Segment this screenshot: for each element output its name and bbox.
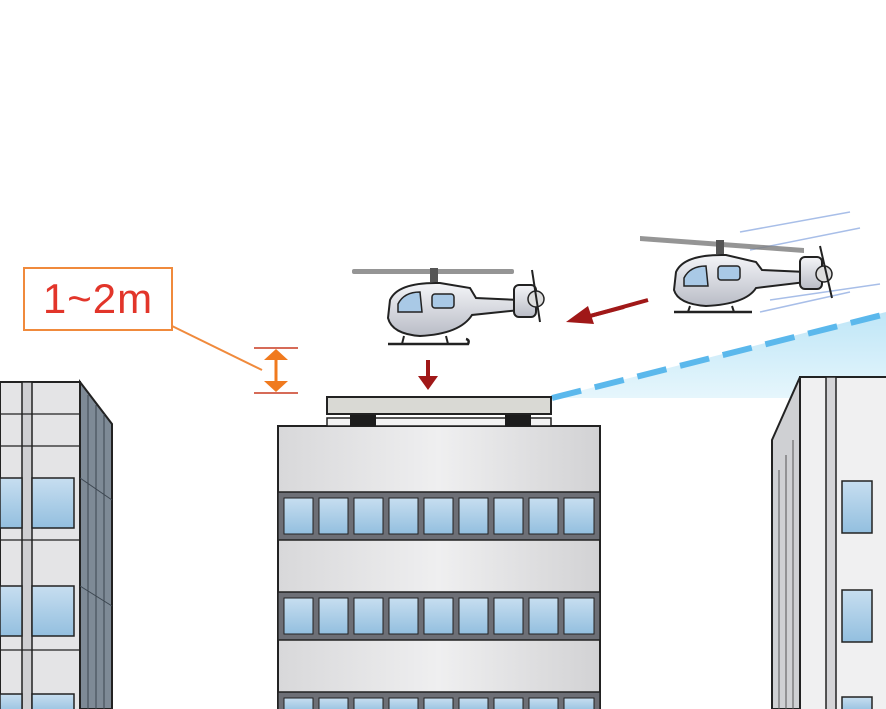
- hover-height-label-box: 1~2m: [23, 267, 173, 331]
- center-building: [277, 396, 601, 709]
- hover-height-label: 1~2m: [42, 275, 154, 322]
- left-building: [0, 379, 113, 709]
- height-measure-icon: [171, 325, 298, 394]
- helicopter-hovering-icon: [352, 268, 545, 346]
- descent-arrow-icon: [418, 360, 438, 390]
- helicopter-approaching-icon: [640, 211, 881, 314]
- rooftop-helipad: [326, 396, 552, 427]
- approach-arrow-icon: [566, 298, 649, 324]
- right-building: [771, 376, 886, 709]
